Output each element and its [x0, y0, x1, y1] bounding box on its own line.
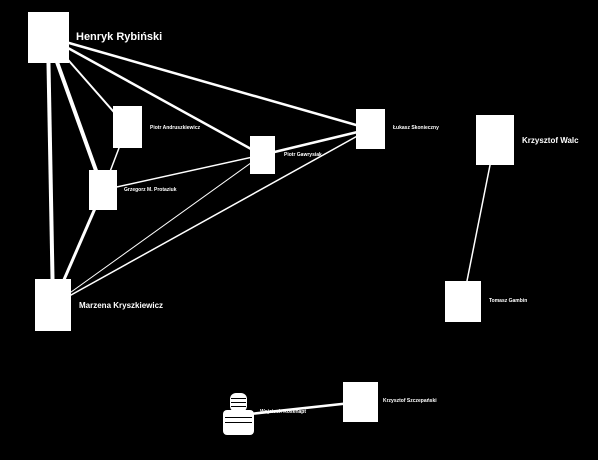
label-marzena: Marzena Kryszkiewicz [79, 301, 164, 310]
node-piotr-g[interactable] [250, 136, 275, 174]
node-krzysztof-s[interactable] [343, 382, 378, 422]
edge-grzegorz-piotr_g [102, 154, 263, 191]
node-henryk[interactable] [28, 12, 69, 63]
label-grzegorz: Grzegorz M. Protaziuk [124, 187, 177, 193]
label-wojciech: Wojciech Rosenapt [260, 409, 307, 415]
edge-marzena-lukasz [52, 128, 371, 306]
label-piotr-g: Piotr Gawrysiak [284, 152, 322, 158]
edge-henryk-piotr_g [47, 35, 263, 157]
edge-piotr_g-lukasz [261, 127, 371, 157]
label-krzysztof-s: Krzysztof Szczepański [383, 398, 437, 404]
edge-henryk-marzena [46, 36, 55, 306]
node-piotr-a[interactable] [113, 106, 142, 148]
node-wojciech[interactable] [220, 393, 257, 435]
node-tomasz[interactable] [445, 281, 481, 322]
node-marzena[interactable] [35, 279, 71, 331]
label-krzysztof-w: Krzysztof Walc [522, 136, 579, 145]
edge-marzena-piotr_g [52, 154, 263, 306]
edge-wojciech-krzysztof_s [249, 400, 361, 416]
edge-krzysztof_w-tomasz [462, 139, 496, 302]
label-piotr-a: Piotr Andruszkiewicz [150, 125, 201, 131]
label-lukasz: Łukasz Skonieczny [393, 125, 439, 131]
edge-henryk-lukasz [47, 35, 371, 131]
person-icon [223, 393, 254, 435]
node-krzysztof-w[interactable] [476, 115, 514, 165]
node-grzegorz[interactable] [89, 170, 117, 210]
node-lukasz[interactable] [356, 109, 385, 149]
label-henryk: Henryk Rybiński [76, 31, 163, 43]
label-tomasz: Tomasz Gambin [489, 298, 528, 304]
